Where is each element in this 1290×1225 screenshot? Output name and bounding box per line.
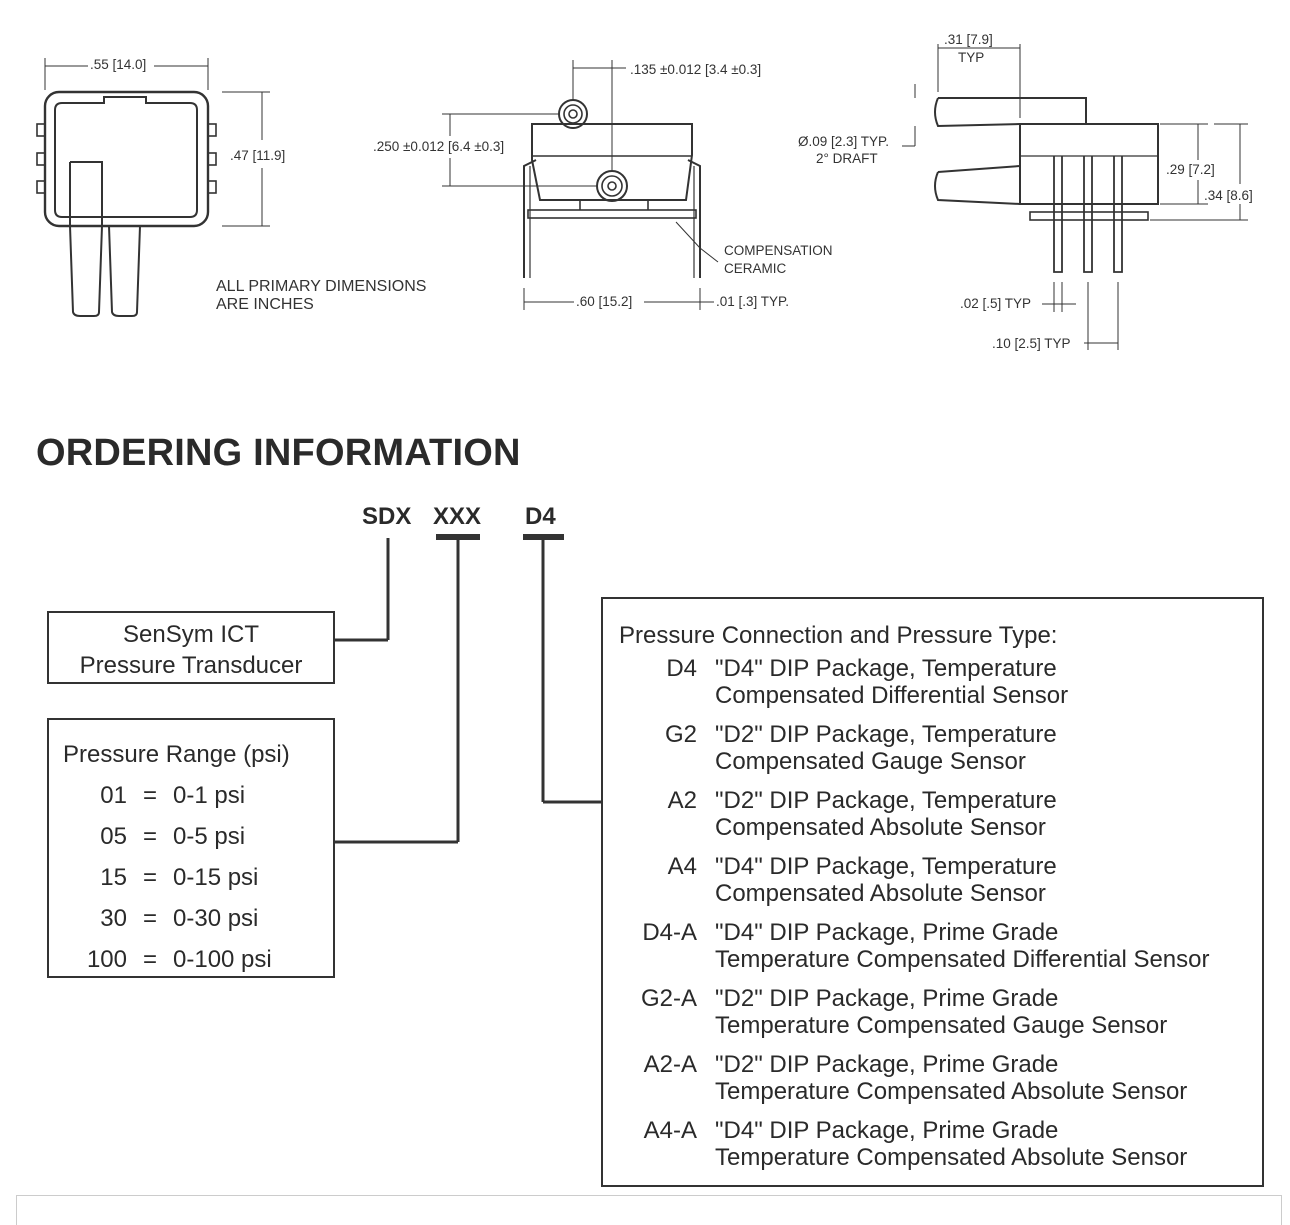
type-desc-line-2: Temperature Compensated Absolute Sensor xyxy=(715,1078,1188,1105)
type-desc-line-1: "D2" DIP Package, Temperature xyxy=(715,787,1057,814)
port-length-dim: .31 [7.9] xyxy=(944,32,993,47)
code-prefix: SDX xyxy=(362,503,412,530)
range-code: 15 xyxy=(100,864,127,891)
type-desc-line-2: Compensated Absolute Sensor xyxy=(715,814,1046,841)
type-desc-line-1: "D4" DIP Package, Temperature xyxy=(715,655,1057,682)
sensym-line-2: Pressure Transducer xyxy=(79,652,303,679)
package-end-view xyxy=(902,44,1248,350)
type-desc-line-1: "D2" DIP Package, Temperature xyxy=(715,721,1057,748)
type-heading: Pressure Connection and Pressure Type: xyxy=(619,622,1058,649)
mechanical-drawing: .55 [14.0] .47 [11.9] .135 ±0.012 [3.4 ±… xyxy=(36,32,1253,351)
ceramic-label-2: CERAMIC xyxy=(724,261,787,276)
total-height-dim: .34 [8.6] xyxy=(1204,188,1253,203)
ordering-title: ORDERING INFORMATION xyxy=(36,432,521,474)
type-code: G2 xyxy=(664,721,697,748)
range-value: 0-5 psi xyxy=(173,823,246,850)
range-code: 100 xyxy=(86,946,127,973)
type-desc-line-2: Compensated Gauge Sensor xyxy=(715,748,1026,775)
range-equals: = xyxy=(142,946,157,973)
type-desc-line-2: Temperature Compensated Absolute Sensor xyxy=(715,1144,1188,1171)
page-footer-frame xyxy=(16,1195,1282,1225)
draft-angle: 2° DRAFT xyxy=(816,151,878,166)
center-width-dim: .60 [15.2] xyxy=(576,294,632,309)
port-diameter-dim: Ø.09 [2.3] TYP. xyxy=(798,134,889,149)
pressure-type-box: Pressure Connection and Pressure Type: D… xyxy=(601,597,1264,1187)
left-width-dim: .55 [14.0] xyxy=(90,57,146,72)
units-note-line-1: ALL PRIMARY DIMENSIONS xyxy=(216,278,426,295)
type-desc-line-1: "D4" DIP Package, Temperature xyxy=(715,853,1057,880)
range-equals: = xyxy=(142,864,157,891)
range-row: 05 = 0-5 psi xyxy=(63,816,333,857)
pressure-range-box: Pressure Range (psi) 01 = 0-1 psi 05 = 0-5 p… xyxy=(47,718,335,978)
package-side-view xyxy=(442,60,719,310)
type-desc-line-1: "D2" DIP Package, Prime Grade xyxy=(715,985,1059,1012)
type-desc-line-1: "D4" DIP Package, Prime Grade xyxy=(715,919,1059,946)
range-code: 30 xyxy=(100,905,127,932)
type-desc-line-2: Temperature Compensated Differential Sen… xyxy=(715,946,1210,973)
type-code: A4 xyxy=(667,853,697,880)
ceramic-label-1: COMPENSATION xyxy=(724,243,833,258)
type-desc-line-2: Temperature Compensated Gauge Sensor xyxy=(715,1012,1168,1039)
range-code: 01 xyxy=(100,782,127,809)
sensym-box: SenSym ICT Pressure Transducer xyxy=(47,611,335,684)
range-value: 0-1 psi xyxy=(173,782,246,809)
package-front-view xyxy=(36,58,270,317)
lead-thickness-dim: .01 [.3] TYP. xyxy=(716,294,789,309)
pin-pitch-dim: .10 [2.5] TYP xyxy=(992,336,1071,351)
type-desc-line-2: Compensated Differential Sensor xyxy=(715,682,1069,709)
left-height-dim: .47 [11.9] xyxy=(230,148,285,163)
range-row: 01 = 0-1 psi xyxy=(63,775,333,816)
range-value: 0-30 psi xyxy=(173,905,259,932)
range-equals: = xyxy=(142,782,157,809)
type-code: A2-A xyxy=(643,1051,697,1078)
code-type-example: D4 xyxy=(525,503,556,530)
type-code: A2 xyxy=(667,787,697,814)
range-equals: = xyxy=(142,905,157,932)
range-value: 0-100 psi xyxy=(173,946,272,973)
range-row: 100 = 0-100 psi xyxy=(63,939,333,980)
sensym-line-1: SenSym ICT xyxy=(122,621,260,648)
type-code: D4-A xyxy=(642,919,697,946)
range-heading: Pressure Range (psi) xyxy=(63,741,290,768)
body-height-dim: .29 [7.2] xyxy=(1166,162,1215,177)
type-desc-line-1: "D2" DIP Package, Prime Grade xyxy=(715,1051,1059,1078)
code-range-placeholder: XXX xyxy=(433,503,482,530)
range-row: 30 = 0-30 psi xyxy=(63,898,333,939)
type-code: D4 xyxy=(666,655,697,682)
port-length-typ: TYP xyxy=(958,50,984,65)
port-offset-dim: .135 ±0.012 [3.4 ±0.3] xyxy=(630,62,761,77)
range-code: 05 xyxy=(100,823,127,850)
type-code: G2-A xyxy=(640,985,697,1012)
port-spacing-dim: .250 ±0.012 [6.4 ±0.3] xyxy=(373,139,504,154)
units-note-line-2: ARE INCHES xyxy=(216,296,314,313)
type-desc-line-2: Compensated Absolute Sensor xyxy=(715,880,1046,907)
pin-width-dim: .02 [.5] TYP xyxy=(960,296,1031,311)
type-code: A4-A xyxy=(643,1117,697,1144)
range-value: 0-15 psi xyxy=(173,864,259,891)
range-equals: = xyxy=(142,823,157,850)
code-connector-lines xyxy=(334,534,602,844)
range-row: 15 = 0-15 psi xyxy=(63,857,333,898)
type-desc-line-1: "D4" DIP Package, Prime Grade xyxy=(715,1117,1059,1144)
